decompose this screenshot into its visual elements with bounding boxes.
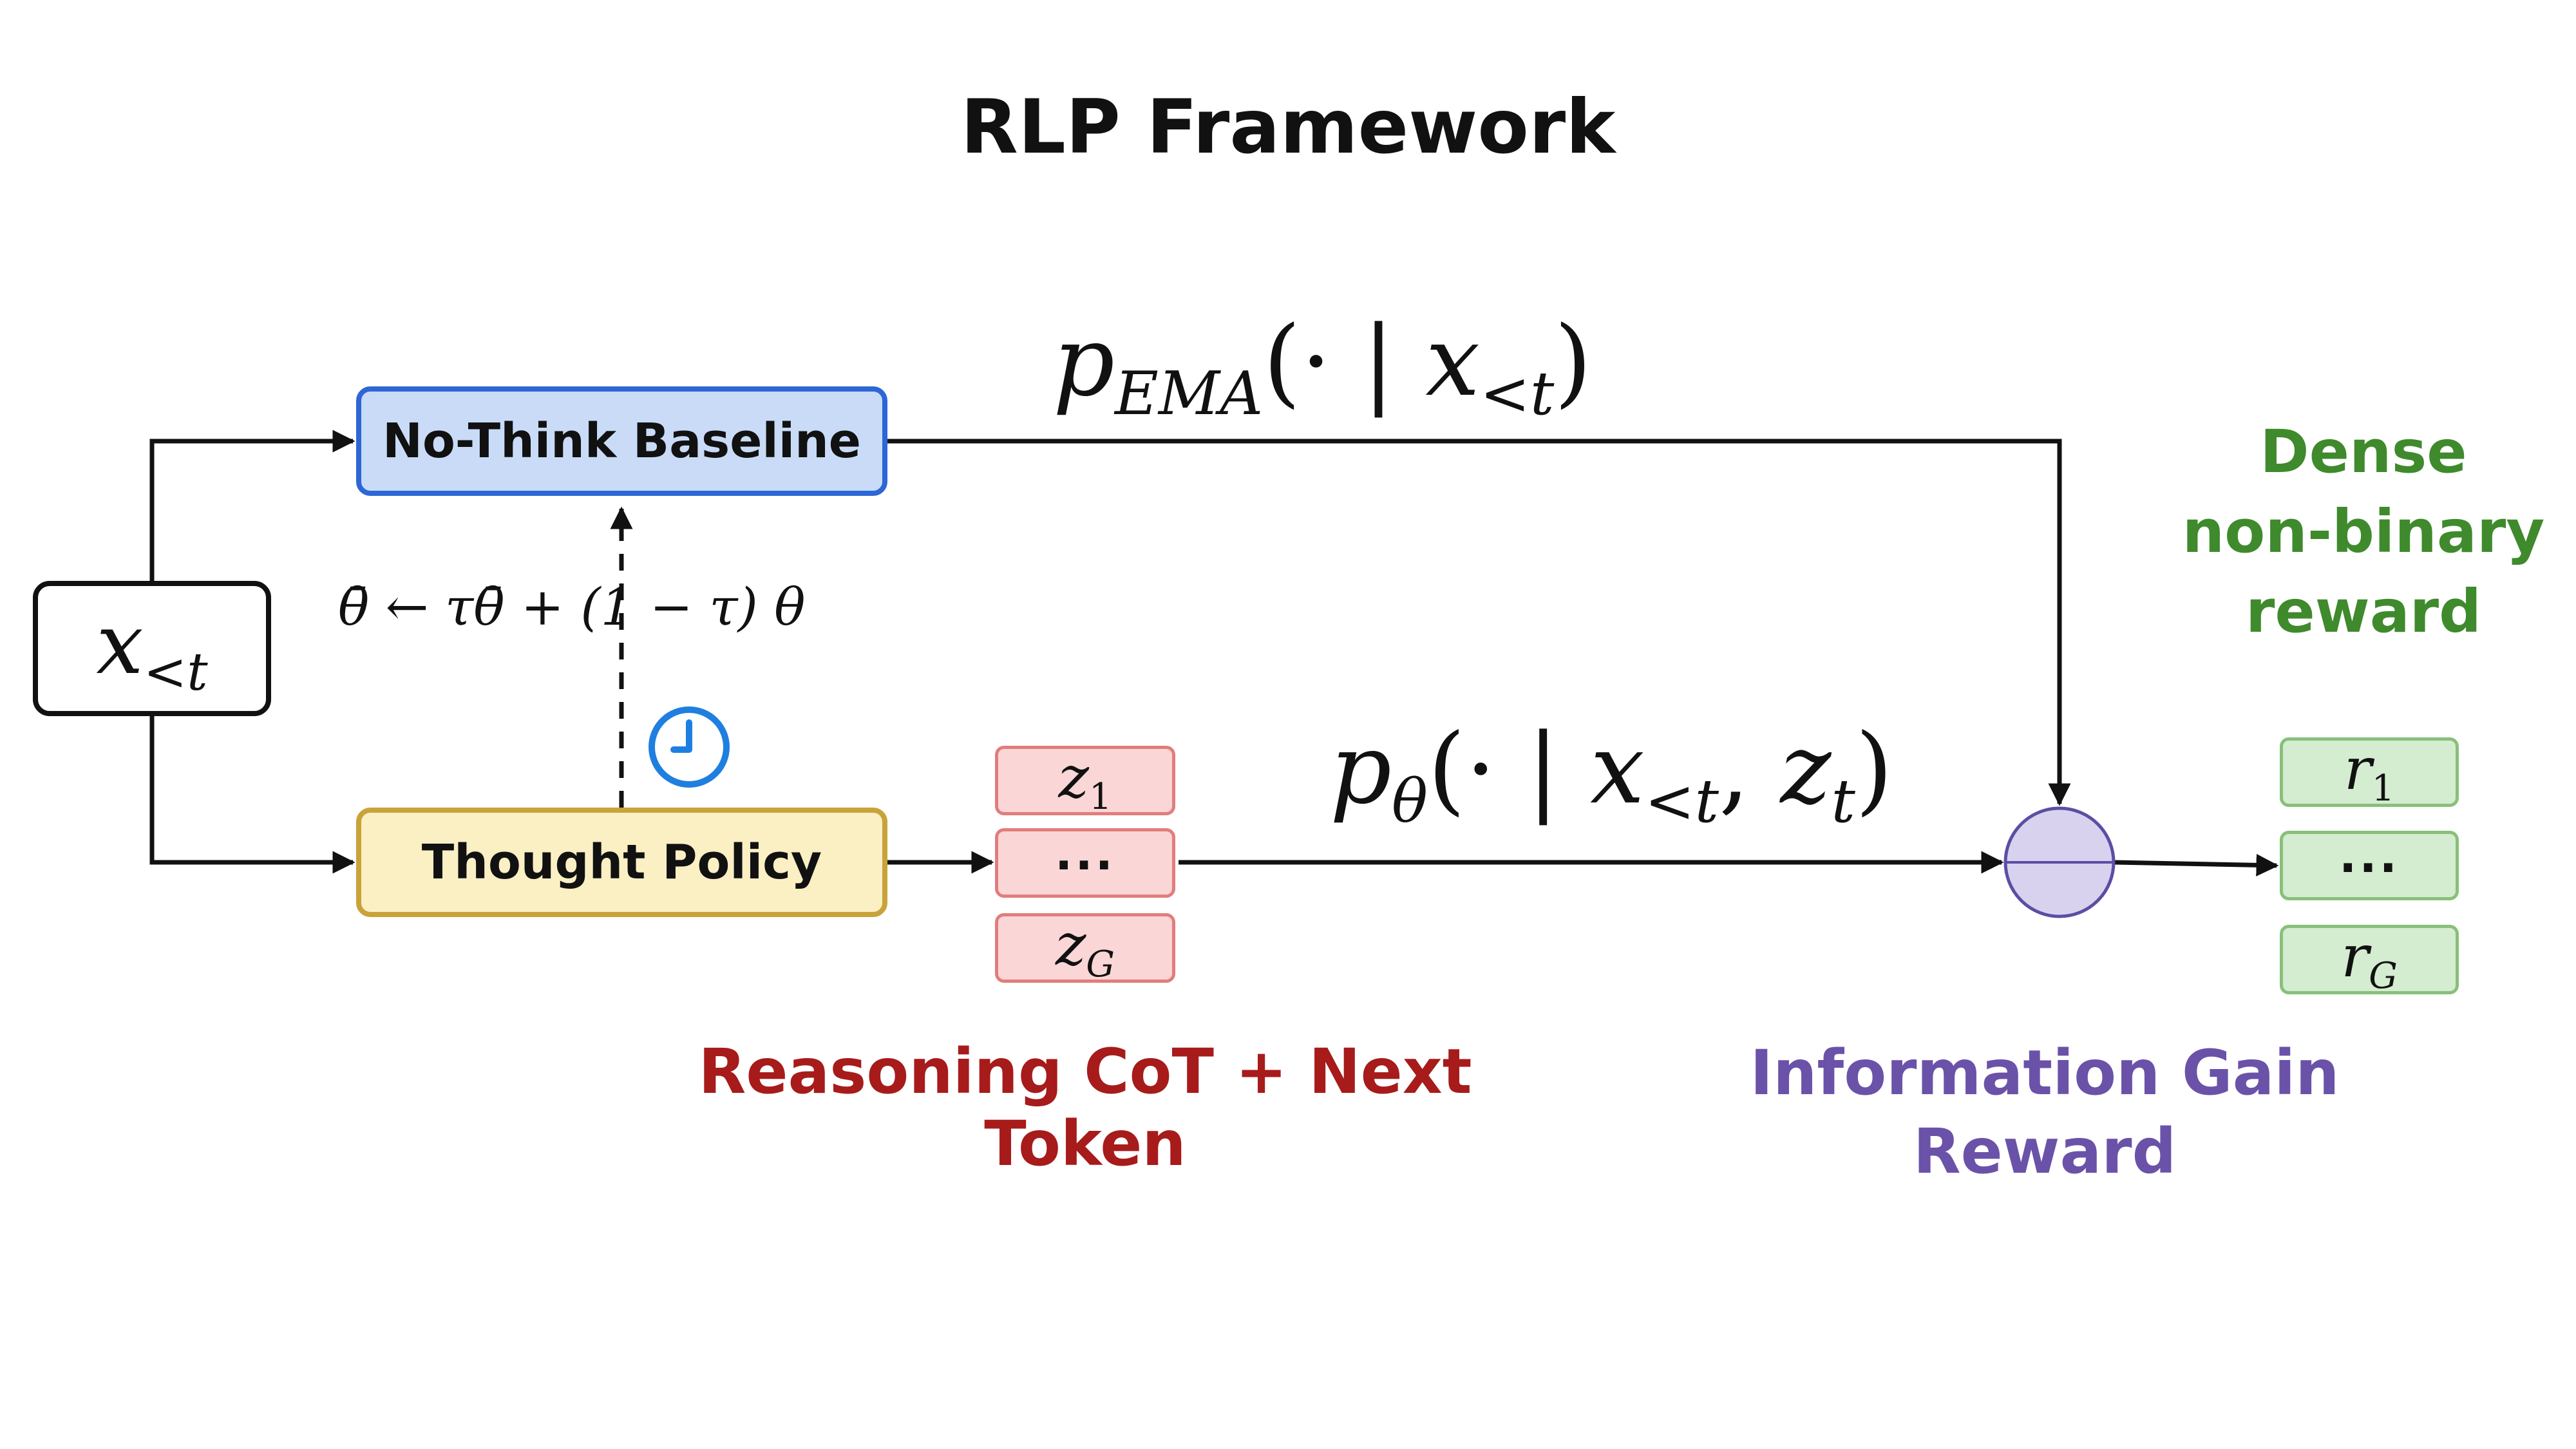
reward-rG: rG [2280,923,2459,996]
input-node: x<t [33,581,271,716]
edge-combiner-to-rewards [2113,853,2279,876]
combiner-node [2003,806,2116,918]
no-think-baseline-box: No-Think Baseline [356,386,887,496]
thought-zG: zG [995,911,1175,985]
reasoning-caption: Reasoning CoT + Next Token [698,1036,1472,1180]
thought-z1: z1 [995,744,1175,817]
ema-probability-formula: pEMA(· | x<t) [1053,306,1592,428]
thought-policy-box: Thought Policy [356,808,887,917]
edge-input-to-baseline [149,430,355,581]
thought-ellipsis: ... [995,826,1175,898]
edge-baseline-to-combiner [887,439,2071,806]
reward-ellipsis: ... [2280,829,2459,900]
policy-label: Thought Policy [421,835,822,890]
policy-probability-formula: pθ(· | x<t, zt) [1330,714,1893,836]
reward-r1: r1 [2280,735,2459,809]
ema-update-formula: θ̄ ← τθ̄ + (1 − τ) θ [338,577,806,637]
baseline-label: No-Think Baseline [383,413,861,469]
information-gain-caption: Information Gain Reward [1750,1037,2340,1188]
clock-icon [649,706,730,788]
page-title: RLP Framework [960,84,1616,171]
input-label: x<t [96,594,208,703]
edge-input-to-policy [149,716,355,874]
dense-reward-caption: Dense non-binary reward [2182,417,2545,646]
